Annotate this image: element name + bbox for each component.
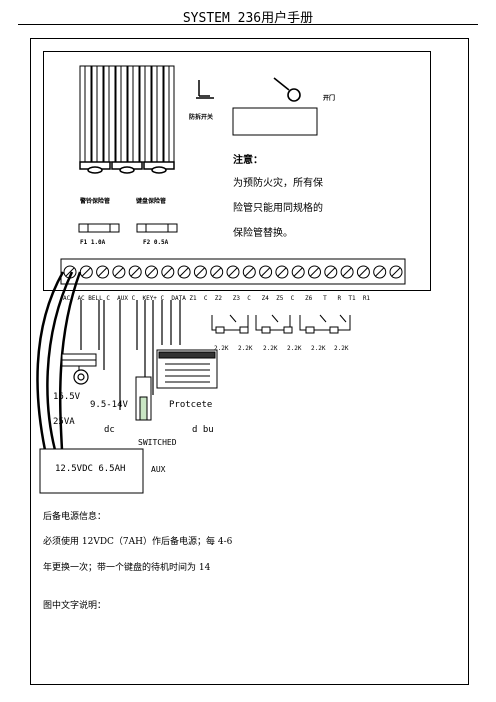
tamper-label: 防拆开关 (189, 114, 214, 121)
transformer-va: 25VA (53, 417, 75, 425)
protect-label: Protcete (169, 400, 213, 410)
fuse1-label: F1 1.0A (80, 239, 106, 246)
zone-resistors (211, 314, 351, 334)
resistor-label: 2.2K (334, 345, 349, 352)
alarm-fuse-label: 警铃保险管 (80, 198, 111, 205)
display-window (232, 107, 318, 136)
header-rule (18, 24, 478, 25)
tamper-switch-icon (196, 80, 214, 99)
transformer-voltage: 16.5V (53, 392, 81, 402)
ac-wires (36, 271, 82, 451)
door-label: 开门 (323, 95, 336, 102)
component-pads (79, 161, 175, 174)
fuse2-label: F2 0.5A (143, 239, 169, 246)
resistor-label: 2.2K (214, 345, 229, 352)
siren-icon (73, 369, 89, 385)
backup-title: 后备电源信息： (43, 512, 107, 522)
notice-title: 注意： (233, 155, 263, 166)
notice-line: 险管只能用同规格的 (233, 203, 323, 214)
door-key-icon (273, 77, 301, 102)
heatsink-icon (79, 65, 175, 163)
backup-line: 必须使用 12VDC（7AH）作后备电源；每 4-6 (43, 537, 233, 547)
resistor-label: 2.2K (263, 345, 278, 352)
caption-title: 图中文字说明： (43, 601, 107, 611)
protect-label-2: d bu (192, 425, 214, 432)
battery-label: 12.5VDC 6.5AH (55, 464, 126, 474)
circuit-board-outline (43, 51, 431, 291)
siren-dc: dc (104, 425, 115, 435)
terminal-screws (63, 265, 403, 279)
switched-label: SWITCHED (138, 438, 177, 447)
keypad-fuse-label: 键盘保险管 (136, 198, 167, 205)
transformer-icon (61, 353, 97, 380)
resistor-label: 2.2K (311, 345, 326, 352)
siren-voltage: 9.5-14V (90, 400, 128, 410)
aux-device-icon (135, 376, 152, 421)
figure-frame (30, 38, 469, 685)
resistor-label: 2.2K (238, 345, 253, 352)
keypad-icon (156, 349, 218, 389)
aux-label: AUX (151, 465, 166, 474)
notice-line: 保险管替换。 (233, 228, 293, 239)
page-header: SYSTEM 236用户手册 (182, 11, 314, 26)
terminal-labels: AC AC BELL C AUX C KEY+ C DATA Z1 C Z2 Z… (63, 295, 371, 302)
backup-line: 年更换一次；带一个键盘的待机时间为 14 (43, 563, 211, 573)
battery-box (39, 448, 144, 494)
resistor-label: 2.2K (287, 345, 302, 352)
fuse-icon (78, 223, 178, 233)
notice-line: 为预防火灾，所有保 (233, 178, 323, 189)
